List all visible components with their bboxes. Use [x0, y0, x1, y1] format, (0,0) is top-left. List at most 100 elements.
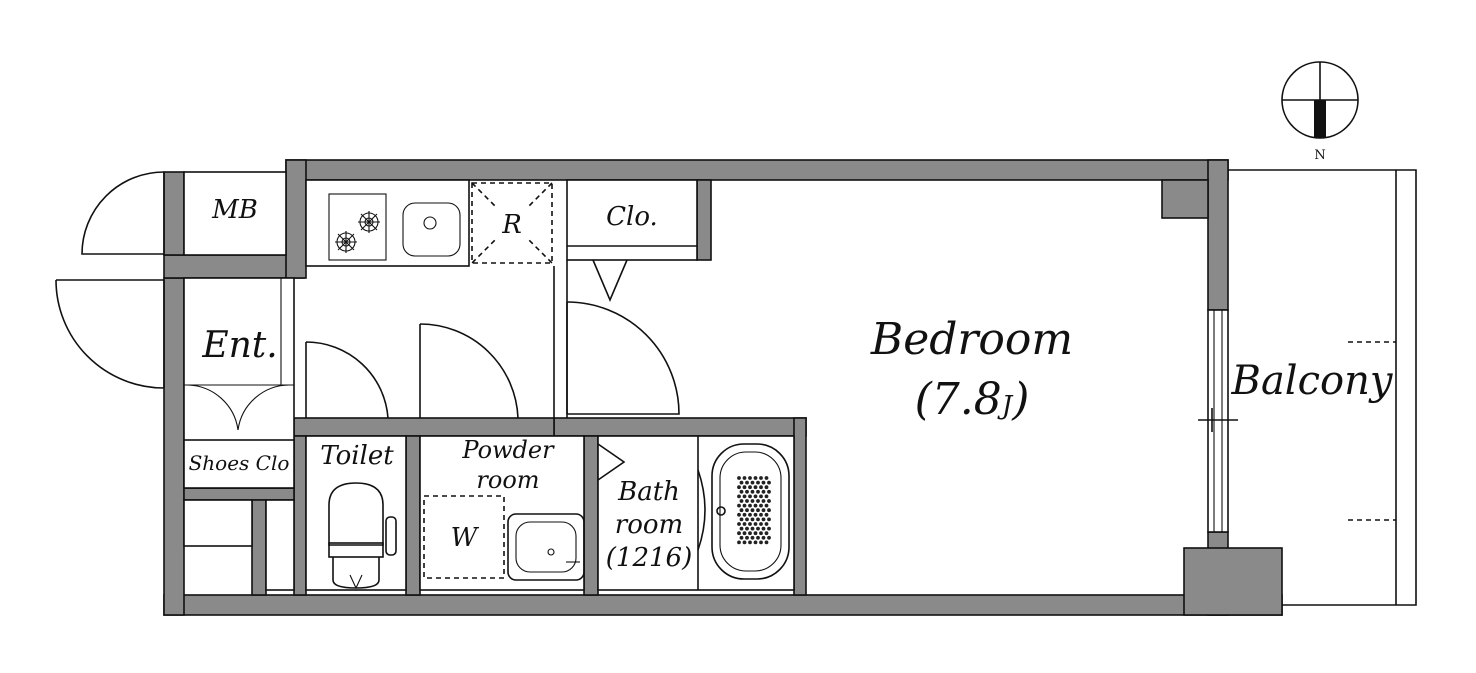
storage-box — [183, 499, 253, 547]
bath-mat-dot — [761, 526, 766, 531]
bedroom-door-swing — [566, 301, 680, 415]
closet-label: Clo. — [606, 202, 658, 232]
bath-mat-dot — [756, 489, 760, 494]
bath-mat-dot — [745, 480, 749, 485]
bath-mat-dot — [753, 503, 758, 508]
bath-mat-dot — [767, 526, 771, 531]
refrigerator-label: R — [501, 210, 522, 240]
balcony-sliding-window — [1198, 309, 1238, 533]
bath-mat-dot — [753, 540, 758, 545]
bath-mat-dot — [745, 517, 749, 522]
bath-mat-dot — [761, 499, 766, 503]
bath-mat-dot — [737, 485, 741, 490]
bath-mat-dot — [753, 485, 758, 490]
wash-basin-icon — [507, 513, 585, 581]
bath-mat-dot — [764, 512, 769, 517]
bath-mat-dot — [742, 531, 747, 536]
bath-mat-dot — [750, 526, 755, 531]
mb-box — [183, 171, 287, 256]
storage-column — [265, 499, 295, 591]
entrance-label: Ent. — [201, 325, 277, 366]
shoes-closet-label: Shoes Clo — [189, 451, 290, 475]
bath-mat-dot — [761, 517, 766, 522]
bath-mat-dot — [742, 485, 747, 490]
bath-mat-dot — [748, 540, 752, 545]
bath-mat-dot — [759, 494, 763, 499]
bath-mat-dot — [739, 480, 744, 485]
stove-burner-icon — [335, 231, 357, 253]
bath-mat-dot — [753, 531, 758, 536]
bath-mat-dot — [739, 499, 744, 503]
bedroom-label: Bedroom — [870, 314, 1073, 365]
bath-mat-dot — [764, 540, 769, 545]
bath-mat-dot — [767, 535, 771, 540]
bath-mat-dot — [767, 517, 771, 522]
bedroom-size-label: (7.8J) — [915, 374, 1030, 425]
bath-mat-dot — [764, 531, 769, 536]
bath-mat-dot — [756, 517, 760, 522]
bath-mat-dot — [742, 494, 747, 499]
balcony: Balcony — [1228, 169, 1417, 606]
bath-mat-dot — [737, 522, 741, 526]
refrigerator-space: R — [471, 182, 553, 264]
bath-mat-dot — [764, 485, 769, 490]
bath-mat-dot — [745, 508, 749, 513]
bath-mat-dot — [739, 535, 744, 540]
bath-mat-dot — [737, 512, 741, 517]
mb-label: MB — [211, 195, 258, 225]
bath-mat-dot — [737, 476, 741, 480]
bath-mat-dot — [767, 499, 771, 503]
bath-mat-dot — [759, 503, 763, 508]
washer-space: W — [423, 495, 505, 579]
bath-mat-dot — [750, 535, 755, 540]
bath-mat-dot — [753, 494, 758, 499]
kitchen-counter — [305, 179, 470, 267]
toilet-room — [305, 435, 407, 591]
bath-mat-dot — [759, 485, 763, 490]
kitchen-sink-icon — [402, 202, 461, 257]
bath-mat-dot — [759, 522, 763, 526]
bath-mat-dot — [739, 526, 744, 531]
bath-mat-dot — [750, 489, 755, 494]
bath-mat-dot — [739, 489, 744, 494]
bath-mat-dot — [750, 517, 755, 522]
bath-mat-dot — [761, 489, 766, 494]
balcony-label: Balcony — [1231, 358, 1394, 404]
bath-mat-dot — [756, 526, 760, 531]
bath-mat-dot — [745, 499, 749, 503]
bath-mat-dot — [761, 535, 766, 540]
bath-mat-dot — [739, 517, 744, 522]
bath-mat-dot — [756, 499, 760, 503]
toilet-door-swing — [305, 341, 389, 419]
bath-mat-dot — [759, 531, 763, 536]
powder-room-label-line1: Powder — [461, 436, 555, 464]
bath-mat-dot — [750, 480, 755, 485]
bath-mat-dot — [761, 480, 766, 485]
bath-mat-dot — [742, 540, 747, 545]
toilet-label: Toilet — [320, 441, 394, 471]
bath-mat-dot — [753, 476, 758, 480]
bath-mat-dot — [737, 494, 741, 499]
bath-mat-dot — [767, 489, 771, 494]
powder-room-door-swing — [419, 323, 519, 419]
washer-label: W — [451, 523, 480, 553]
bath-mat-dot — [753, 522, 758, 526]
bath-mat-dot — [748, 476, 752, 480]
powder-room — [419, 435, 585, 591]
bath-mat-dot — [748, 531, 752, 536]
bath-mat-dot — [756, 535, 760, 540]
bath-mat-dot — [745, 489, 749, 494]
bath-mat-dot — [767, 480, 771, 485]
bath-size-label: (1216) — [606, 543, 692, 573]
bath-mat-dot — [742, 503, 747, 508]
bath-mat-dot — [742, 522, 747, 526]
bath-mat-dot — [739, 508, 744, 513]
bath-mat-dot — [737, 540, 741, 545]
bath-mat-dot — [761, 508, 766, 513]
bath-mat-dot — [748, 494, 752, 499]
entrance-door-swings — [55, 171, 165, 389]
compass-north-indicator: N — [1281, 61, 1359, 163]
bath-mat-dot — [753, 512, 758, 517]
bath-mat-dot — [764, 503, 769, 508]
bath-mat-dot — [756, 508, 760, 513]
